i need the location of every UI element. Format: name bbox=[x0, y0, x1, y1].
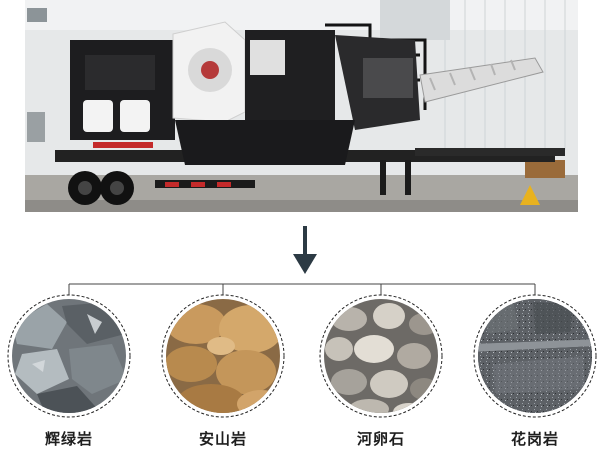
andesite-stone-icon bbox=[161, 294, 285, 418]
crusher-photo bbox=[25, 0, 578, 212]
stone-granite bbox=[473, 294, 597, 418]
stone-andesite bbox=[161, 294, 285, 418]
stone-label: 安山岩 bbox=[198, 430, 247, 448]
granite-stone-icon bbox=[473, 294, 597, 418]
river-pebble-icon bbox=[319, 294, 443, 418]
stone-label: 辉绿岩 bbox=[44, 430, 93, 448]
stone-label: 河卵石 bbox=[356, 430, 405, 448]
stone-label: 花岗岩 bbox=[510, 430, 559, 448]
stone-river-pebble bbox=[319, 294, 443, 418]
diabase-stone-icon bbox=[7, 294, 131, 418]
arrow-down-icon bbox=[293, 226, 317, 274]
mobile-crusher-photo bbox=[25, 0, 578, 212]
stone-diabase bbox=[7, 294, 131, 418]
